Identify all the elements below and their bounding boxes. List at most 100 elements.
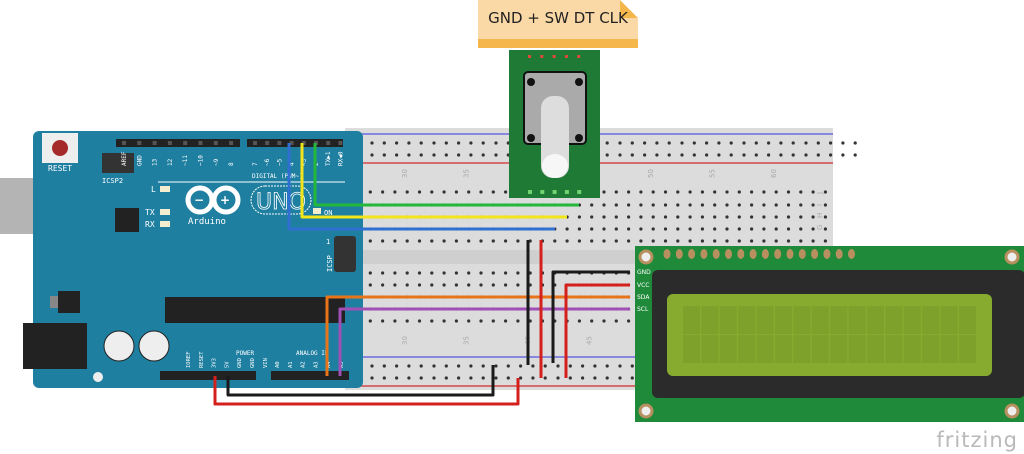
breadboard-hole[interactable] [577, 227, 582, 231]
breadboard-hole[interactable] [676, 203, 680, 207]
rail-hole[interactable] [816, 141, 820, 145]
rail-hole[interactable] [556, 376, 560, 380]
breadboard-hole[interactable] [786, 227, 791, 231]
breadboard-hole[interactable] [577, 239, 582, 243]
breadboard-hole[interactable] [405, 283, 409, 287]
wire-red-5v[interactable] [213, 376, 520, 406]
rail-hole[interactable] [395, 376, 399, 380]
rail-hole[interactable] [457, 141, 461, 145]
encoder-knob-tip[interactable] [542, 154, 568, 178]
breadboard-hole[interactable] [627, 203, 631, 207]
rail-hole[interactable] [432, 364, 436, 368]
breadboard-hole[interactable] [442, 271, 446, 275]
rail-hole[interactable] [680, 141, 684, 145]
rail-hole[interactable] [419, 153, 423, 157]
breadboard-hole[interactable] [393, 271, 397, 275]
rail-hole[interactable] [841, 153, 845, 157]
rail-hole[interactable] [531, 376, 535, 380]
rail-hole[interactable] [481, 141, 485, 145]
breadboard-hole[interactable] [368, 190, 372, 194]
rail-hole[interactable] [494, 376, 498, 380]
wire-black-gnd[interactable] [226, 365, 495, 397]
breadboard-hole[interactable] [381, 190, 385, 194]
breadboard-hole[interactable] [565, 239, 569, 243]
breadboard-hole[interactable] [602, 203, 606, 207]
breadboard-hole[interactable] [602, 190, 606, 194]
rail-hole[interactable] [791, 153, 795, 157]
rail-hole[interactable] [556, 364, 560, 368]
breadboard-hole[interactable] [725, 203, 729, 207]
breadboard-hole[interactable] [405, 190, 409, 194]
rail-hole[interactable] [506, 376, 510, 380]
breadboard-hole[interactable] [811, 215, 815, 219]
rail-hole[interactable] [630, 141, 634, 145]
rail-hole[interactable] [494, 141, 498, 145]
rail-hole[interactable] [432, 376, 436, 380]
breadboard-hole[interactable] [688, 215, 692, 219]
rail-hole[interactable] [494, 364, 498, 368]
rail-hole[interactable] [717, 141, 721, 145]
breadboard-hole[interactable] [774, 190, 778, 194]
breadboard-hole[interactable] [725, 215, 729, 219]
breadboard-hole[interactable] [417, 319, 422, 323]
wire-red-lcd-vcc[interactable] [564, 283, 630, 378]
rail-hole[interactable] [469, 153, 473, 157]
breadboard-hole[interactable] [479, 283, 483, 287]
breadboard-hole[interactable] [368, 239, 372, 243]
rail-hole[interactable] [395, 141, 399, 145]
rail-hole[interactable] [543, 364, 547, 368]
rail-hole[interactable] [705, 153, 709, 157]
breadboard-hole[interactable] [639, 239, 643, 243]
rail-hole[interactable] [643, 153, 647, 157]
breadboard-hole[interactable] [590, 215, 594, 219]
rail-hole[interactable] [407, 364, 411, 368]
breadboard-hole[interactable] [762, 215, 766, 219]
rail-hole[interactable] [457, 153, 461, 157]
breadboard-hole[interactable] [553, 239, 557, 243]
breadboard-hole[interactable] [504, 271, 508, 275]
rail-hole[interactable] [605, 153, 609, 157]
rail-hole[interactable] [618, 153, 622, 157]
breadboard-hole[interactable] [381, 271, 385, 275]
breadboard-hole[interactable] [750, 190, 754, 194]
breadboard-hole[interactable] [823, 203, 828, 207]
breadboard-hole[interactable] [700, 239, 705, 243]
wire-green-clk[interactable] [313, 143, 579, 207]
breadboard-hole[interactable] [737, 190, 741, 194]
breadboard-hole[interactable] [479, 319, 483, 323]
breadboard-hole[interactable] [430, 319, 434, 323]
breadboard-hole[interactable] [700, 227, 705, 231]
breadboard-hole[interactable] [393, 190, 397, 194]
breadboard-hole[interactable] [713, 227, 717, 231]
breadboard-hole[interactable] [725, 239, 729, 243]
breadboard-hole[interactable] [774, 227, 778, 231]
breadboard-hole[interactable] [688, 239, 692, 243]
rail-hole[interactable] [370, 376, 374, 380]
breadboard-hole[interactable] [651, 227, 655, 231]
breadboard-hole[interactable] [725, 190, 729, 194]
breadboard-hole[interactable] [774, 215, 778, 219]
rail-hole[interactable] [667, 153, 671, 157]
breadboard-hole[interactable] [368, 271, 372, 275]
breadboard-hole[interactable] [750, 215, 754, 219]
rail-hole[interactable] [395, 364, 399, 368]
rail-hole[interactable] [655, 153, 659, 157]
rail-hole[interactable] [457, 376, 461, 380]
rail-hole[interactable] [705, 141, 709, 145]
wire-purple-scl[interactable] [338, 307, 630, 376]
rail-hole[interactable] [419, 364, 423, 368]
breadboard-hole[interactable] [491, 319, 495, 323]
rail-hole[interactable] [729, 153, 733, 157]
breadboard-hole[interactable] [602, 215, 606, 219]
breadboard-hole[interactable] [663, 203, 668, 207]
breadboard-hole[interactable] [762, 239, 766, 243]
rail-hole[interactable] [754, 153, 758, 157]
breadboard-hole[interactable] [663, 190, 668, 194]
breadboard-hole[interactable] [823, 239, 828, 243]
breadboard-hole[interactable] [627, 215, 631, 219]
rail-hole[interactable] [643, 141, 647, 145]
wire-blue-sw[interactable] [287, 143, 555, 231]
rail-hole[interactable] [457, 364, 461, 368]
rail-hole[interactable] [618, 141, 622, 145]
breadboard-hole[interactable] [688, 190, 692, 194]
